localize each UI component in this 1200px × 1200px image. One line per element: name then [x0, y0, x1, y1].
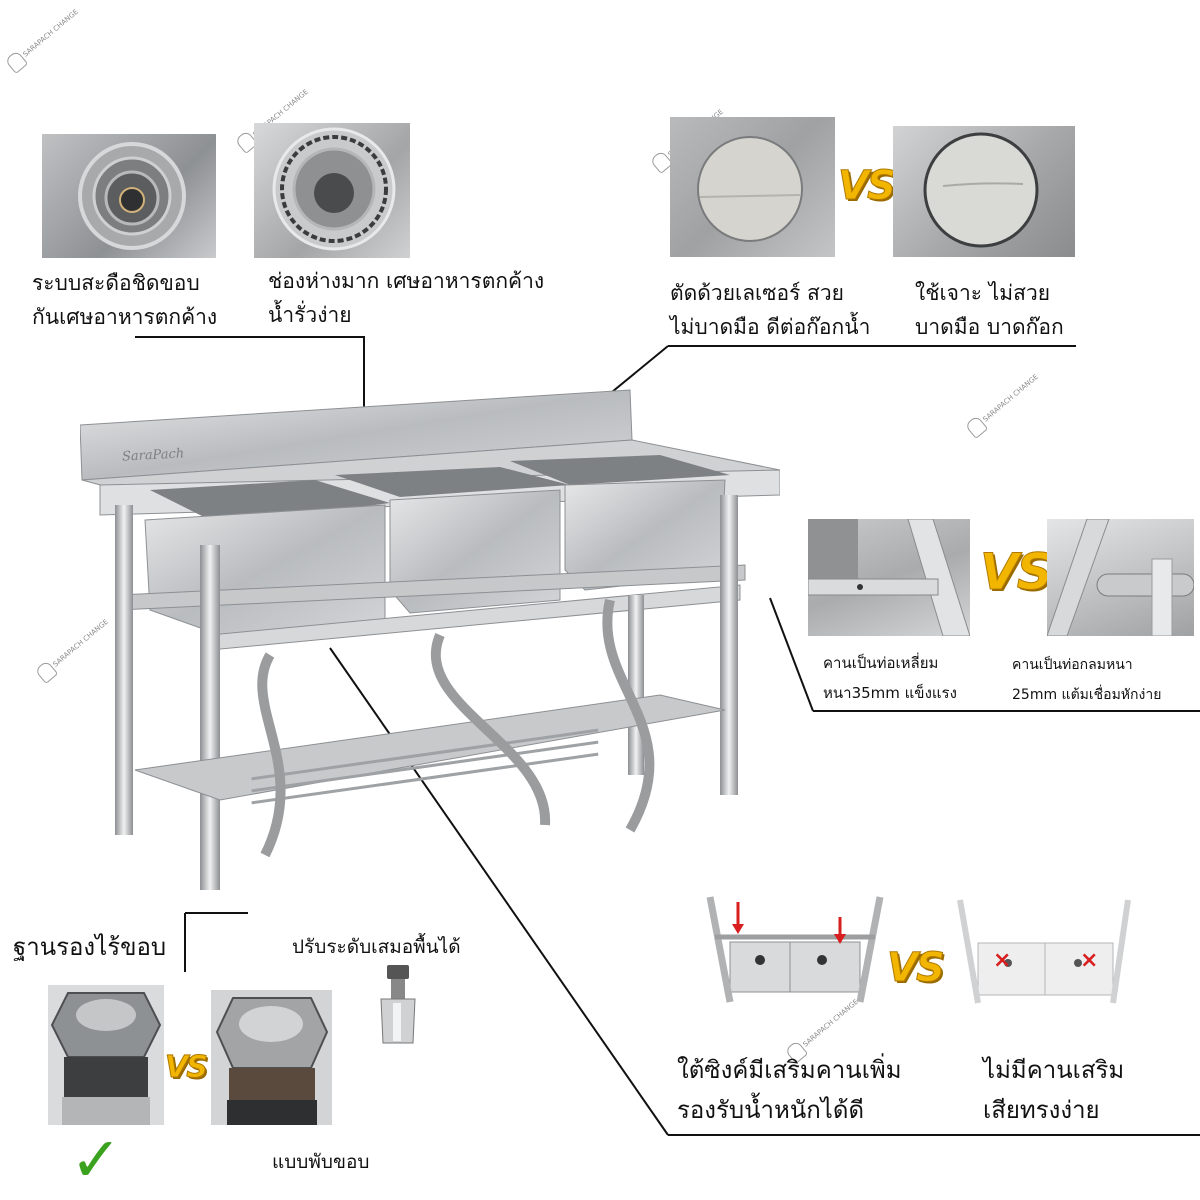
cross-mark-icon: × — [993, 948, 1012, 973]
caption-line: ช่องห่างมาก เศษอาหารตกค้าง — [268, 269, 545, 293]
square-beam-photo — [808, 519, 970, 636]
caption-line: 25mm แต้มเชื่อมหักง่าย — [1012, 687, 1162, 703]
caption-line: รองรับน้ำหนักได้ดี — [677, 1096, 865, 1124]
vs-badge-bottom-left: VS — [165, 1050, 209, 1086]
caption-drain-good: ระบบสะดือชิดขอบ กันเศษอาหารตกค้าง — [32, 266, 217, 334]
drilled-hole-illustration — [923, 132, 1039, 248]
laser-cut-hole-photo — [670, 117, 835, 257]
caption-line: เสียทรงง่าย — [983, 1096, 1100, 1124]
caption-line: ระบบสะดือชิดขอบ — [32, 271, 200, 295]
vs-badge-middle: VS — [980, 543, 1054, 602]
connector-line — [668, 345, 1076, 347]
triple-sink-illustration — [80, 389, 780, 890]
caption-drain-bad: ช่องห่างมาก เศษอาหารตกค้าง น้ำรั่วง่าย — [268, 264, 544, 332]
unreinforced-frame-illustration — [957, 899, 1131, 1004]
caption-drilled: ใช้เจาะ ไม่สวย บาดมือ บาดก๊อก — [915, 276, 1064, 344]
laser-cut-hole-illustration — [697, 136, 803, 242]
caption-unreinforced: ไม่มีคานเสริม เสียทรงง่าย — [983, 1050, 1124, 1130]
round-beam-photo — [1047, 519, 1194, 636]
caption-reinforced: ใต้ซิงค์มีเสริมคานเพิ่ม รองรับน้ำหนักได้… — [677, 1050, 902, 1130]
vs-badge-bottom-right: VS — [887, 945, 946, 992]
rimless-foot-illustration — [50, 992, 162, 1125]
caption-adjustable-leveling: ปรับระดับเสมอพื้นได้ — [292, 936, 461, 958]
caption-line: ใช้เจาะ ไม่สวย — [915, 281, 1051, 305]
folded-foot-photo — [211, 990, 332, 1125]
vs-badge-top: VS — [838, 163, 897, 210]
caption-line: ไม่บาดมือ ดีต่อก๊อกน้ำ — [670, 315, 871, 339]
caption-line: น้ำรั่วง่าย — [268, 303, 352, 327]
caption-square-beam: คานเป็นท่อเหลี่ยม หนา35mm แข็งแรง — [823, 648, 957, 708]
square-beam-illustration — [808, 519, 970, 636]
drain-photo-good — [42, 134, 216, 258]
drain-photo-bad — [254, 123, 410, 258]
caption-line: บาดมือ บาดก๊อก — [915, 315, 1064, 339]
caption-laser-cut: ตัดด้วยเลเซอร์ สวย ไม่บาดมือ ดีต่อก๊อกน้… — [670, 276, 870, 344]
caption-line: ใต้ซิงค์มีเสริมคานเพิ่ม — [677, 1056, 902, 1084]
cross-mark-icon: × — [1080, 948, 1099, 973]
folded-foot-illustration — [215, 997, 329, 1125]
title-rimless-base: ฐานรองไร้ขอบ — [13, 933, 167, 961]
caption-line: ไม่มีคานเสริม — [983, 1056, 1125, 1084]
caption-line: หนา35mm แข็งแรง — [823, 684, 957, 702]
caption-round-beam: คานเป็นท่อกลมหนา 25mm แต้มเชื่อมหักง่าย — [1012, 650, 1161, 710]
drain-illustration-good — [78, 142, 186, 250]
caption-line: ตัดด้วยเลเซอร์ สวย — [670, 281, 844, 305]
drilled-hole-photo — [893, 126, 1075, 257]
connector-line — [135, 336, 365, 338]
round-beam-illustration — [1047, 519, 1194, 636]
reinforced-frame-illustration — [706, 896, 884, 1003]
caption-line: คานเป็นท่อเหลี่ยม — [823, 654, 939, 672]
caption-folded-edge: แบบพับขอบ — [272, 1151, 370, 1173]
adjustable-foot-illustration — [380, 965, 416, 1044]
rimless-foot-photo — [48, 985, 164, 1125]
check-mark-icon: ✓ — [70, 1123, 122, 1196]
drain-illustration-bad — [272, 127, 396, 251]
caption-line: กันเศษอาหารตกค้าง — [32, 305, 218, 329]
caption-line: คานเป็นท่อกลมหนา — [1012, 657, 1133, 673]
